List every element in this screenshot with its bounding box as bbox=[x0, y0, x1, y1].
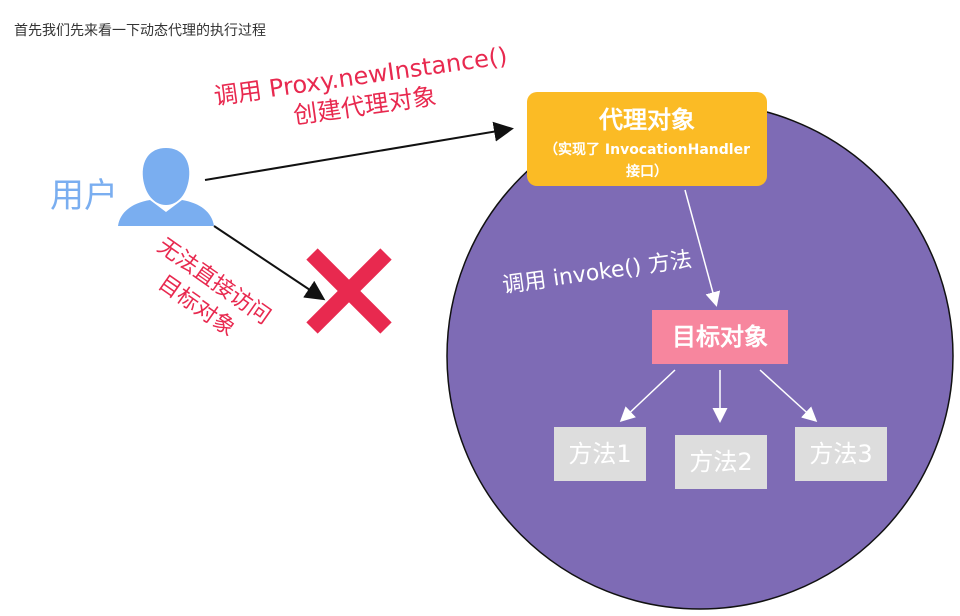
proxy-object-box: 代理对象 （实现了 InvocationHandler 接口） bbox=[527, 92, 767, 186]
proxy-subtitle-line2: 接口） bbox=[626, 164, 668, 180]
target-object-box: 目标对象 bbox=[652, 310, 788, 364]
proxy-object-subtitle: （实现了 InvocationHandler 接口） bbox=[527, 139, 767, 183]
invoke-arrow bbox=[684, 189, 721, 307]
blocked-x-icon bbox=[306, 248, 392, 334]
create-proxy-arrow bbox=[204, 121, 514, 181]
intro-text: 首先我们先来看一下动态代理的执行过程 bbox=[14, 23, 266, 39]
method-3-box: 方法3 bbox=[795, 427, 887, 481]
user-icon bbox=[118, 148, 214, 226]
proxy-subtitle-line1: （实现了 InvocationHandler bbox=[544, 142, 750, 158]
blocked-access-arrow bbox=[213, 225, 326, 301]
method3-arrow bbox=[759, 369, 818, 423]
method-2-box: 方法2 bbox=[675, 435, 767, 489]
method1-arrow bbox=[619, 369, 676, 423]
method-1-box: 方法1 bbox=[554, 427, 646, 481]
user-label: 用户 bbox=[50, 176, 118, 216]
proxy-object-title: 代理对象 bbox=[599, 106, 695, 134]
